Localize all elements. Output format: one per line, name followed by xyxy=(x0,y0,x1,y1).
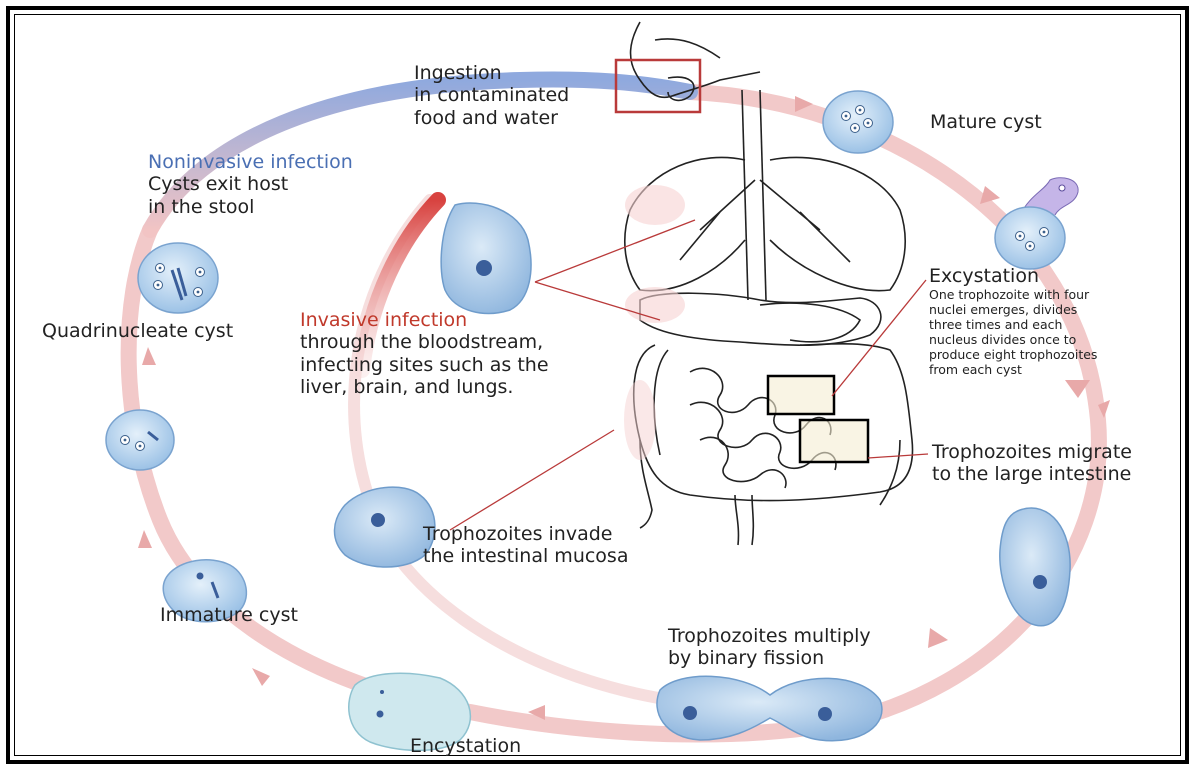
invasive-label: Invasive infection through the bloodstre… xyxy=(300,309,549,399)
migrate-line-2: to the large intestine xyxy=(932,463,1132,485)
trophozoite-right-cell xyxy=(1000,508,1070,626)
excystation-label: Excystation One trophozoite with four nu… xyxy=(929,265,1097,377)
quadrinucleate-label: Quadrinucleate cyst xyxy=(42,320,233,342)
inner-ring xyxy=(354,200,720,705)
encystation-label: Encystation xyxy=(410,735,521,757)
migrate-line-1: Trophozoites migrate xyxy=(932,441,1132,463)
binucleate-cyst-cell xyxy=(106,410,174,470)
noninvasive-title: Noninvasive infection xyxy=(148,151,353,173)
invasive-trophozoite-cell xyxy=(441,203,531,313)
invade-line-1: Trophozoites invade xyxy=(423,523,628,545)
excystation-line-5: produce eight trophozoites xyxy=(929,347,1097,362)
noninvasive-line-2: in the stool xyxy=(148,196,353,218)
immature-cyst-label: Immature cyst xyxy=(160,604,298,626)
excystation-title: Excystation xyxy=(929,265,1097,287)
noninvasive-label: Noninvasive infection Cysts exit host in… xyxy=(148,151,353,218)
ingestion-line-3: food and water xyxy=(414,107,569,129)
mature-cyst-cell xyxy=(823,91,893,153)
ingestion-line-1: Ingestion xyxy=(414,62,569,84)
migrate-label: Trophozoites migrate to the large intest… xyxy=(932,441,1132,486)
invasive-line-3: liver, brain, and lungs. xyxy=(300,376,549,398)
excystation-line-2: nuclei emerges, divides xyxy=(929,302,1097,317)
ingestion-line-2: in contaminated xyxy=(414,84,569,106)
invade-line-2: the intestinal mucosa xyxy=(423,545,628,567)
excysting-cyst-cell xyxy=(995,178,1078,269)
invasive-title: Invasive infection xyxy=(300,309,549,331)
invasive-line-1: through the bloodstream, xyxy=(300,331,549,353)
small-intestine-box xyxy=(768,376,834,414)
invasive-line-2: infecting sites such as the xyxy=(300,354,549,376)
multiply-label: Trophozoites multiply by binary fission xyxy=(668,625,871,670)
large-intestine-box xyxy=(800,420,868,462)
excystation-line-3: three times and each xyxy=(929,317,1097,332)
multiply-line-2: by binary fission xyxy=(668,647,871,669)
multiply-line-1: Trophozoites multiply xyxy=(668,625,871,647)
invade-label: Trophozoites invade the intestinal mucos… xyxy=(423,523,628,568)
excystation-line-6: from each cyst xyxy=(929,362,1097,377)
excystation-line-4: nucleus divides once to xyxy=(929,332,1097,347)
excystation-line-1: One trophozoite with four xyxy=(929,287,1097,302)
ingestion-label: Ingestion in contaminated food and water xyxy=(414,62,569,129)
noninvasive-line-1: Cysts exit host xyxy=(148,173,353,195)
mature-cyst-label: Mature cyst xyxy=(930,111,1042,133)
mucosa-trophozoite-cell xyxy=(334,487,434,567)
quadrinucleate-cyst-cell xyxy=(138,243,218,313)
